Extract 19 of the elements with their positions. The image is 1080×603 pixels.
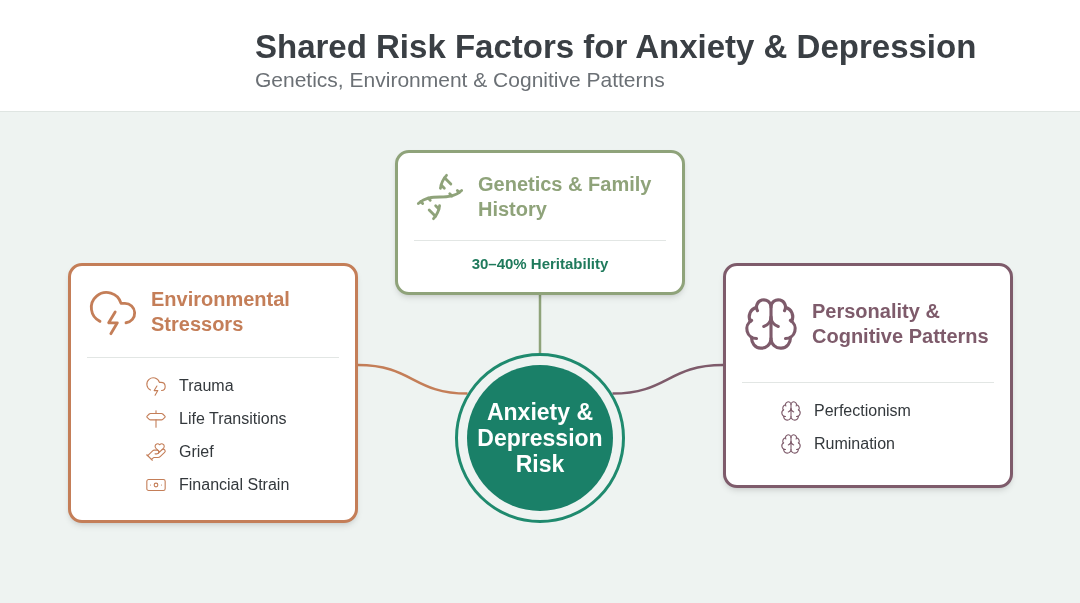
factor-item: Trauma — [179, 376, 234, 396]
factor-card — [68, 263, 358, 523]
factor-item: Rumination — [814, 434, 895, 454]
connector-line — [357, 363, 468, 395]
connector-line — [538, 295, 542, 353]
heritability-text: 30–40% Heritability — [470, 254, 610, 274]
factor-card — [723, 263, 1013, 488]
factor-item: Perfectionism — [814, 401, 911, 421]
card-heading: Genetics & Family History — [478, 171, 653, 222]
card-heading: Personality & Cognitive Patterns — [812, 299, 990, 349]
title: Shared Risk Factors for Anxiety & Depression — [255, 27, 977, 67]
connector-line — [612, 363, 724, 395]
factor-item: Life Transitions — [179, 409, 287, 429]
factor-item: Financial Strain — [179, 475, 290, 495]
circle-label: Anxiety & Depression Risk — [476, 399, 604, 477]
card-heading: Environmental Stressors — [151, 286, 291, 337]
factor-item: Grief — [179, 442, 214, 462]
factor-card — [395, 150, 685, 295]
subtitle: Genetics, Environment & Cognitive Patterns — [255, 67, 665, 93]
